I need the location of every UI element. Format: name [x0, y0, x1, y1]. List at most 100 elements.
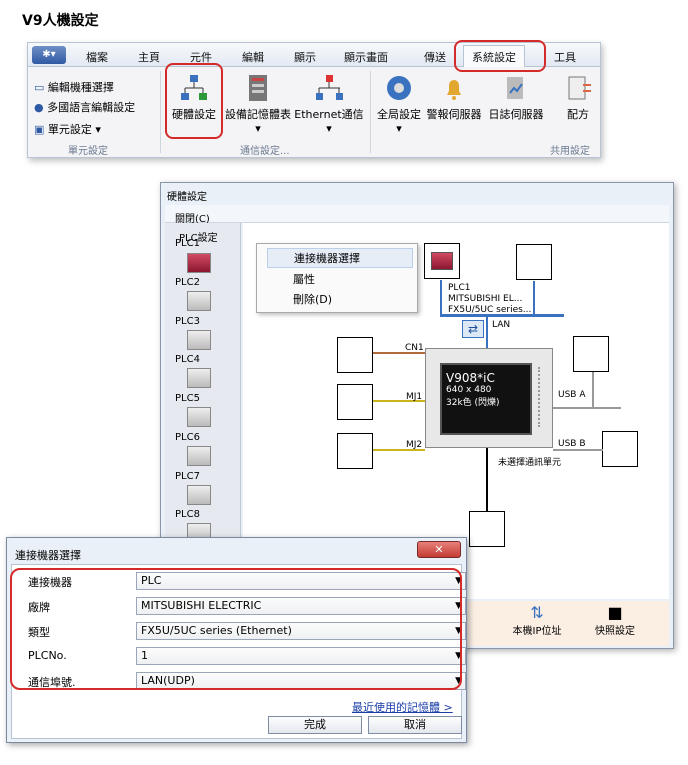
tab-screen[interactable]: 顯示畫面: [344, 51, 388, 64]
menu-item-select-device[interactable]: 連接機器選擇: [267, 248, 413, 268]
hmi-unit[interactable]: V908*iC 640 x 480 32k色 (閃爍): [425, 348, 553, 448]
plc-label: PLC8: [175, 509, 200, 520]
menu-item-delete[interactable]: 刪除(D): [293, 293, 333, 306]
device-memory-button[interactable]: 設備記憶體表 ▾: [224, 73, 292, 135]
network-diagram-icon: [181, 75, 207, 100]
dialog-title: 連接機器選擇: [15, 549, 81, 562]
usba-label: USB A: [558, 390, 586, 400]
tab-home[interactable]: 主頁: [138, 51, 160, 64]
plc-empty-icon[interactable]: [187, 368, 211, 388]
hmi-screen: V908*iC 640 x 480 32k色 (閃爍): [440, 363, 532, 435]
ribbon: ✱▾ 檔案 主頁 元件 編輯 顯示 顯示畫面 傳送 系統設定 工具 ▭ 編輯機種…: [27, 40, 601, 158]
cancel-button[interactable]: 取消: [368, 716, 462, 734]
plc-label: PLC3: [175, 316, 200, 327]
group-label-unit: 單元設定: [68, 146, 108, 157]
ethernet-icon: [316, 75, 343, 100]
usba-wire: [592, 372, 594, 408]
plc-label: PLC5: [175, 393, 200, 404]
plc-empty-icon[interactable]: [187, 330, 211, 350]
plc-empty-icon[interactable]: [187, 446, 211, 466]
plc-label: PLC7: [175, 471, 200, 482]
recent-memory-link[interactable]: 最近使用的記憶體 >: [352, 701, 453, 714]
menu-bar: [165, 205, 669, 223]
menu-item-properties[interactable]: 屬性: [293, 273, 315, 286]
plc-empty-icon[interactable]: [187, 291, 211, 311]
recipe-icon: [568, 76, 591, 100]
ok-button[interactable]: 完成: [268, 716, 362, 734]
app-logo-icon: ✱: [42, 49, 51, 60]
empty-node[interactable]: [337, 384, 373, 420]
tab-file[interactable]: 檔案: [86, 51, 108, 64]
context-menu: 連接機器選擇 屬性 刪除(D): [256, 243, 418, 313]
local-ip-button[interactable]: ⇅ 本機IP位址: [507, 603, 567, 637]
window-title: 硬體設定: [167, 192, 207, 203]
tab-tools[interactable]: 工具: [554, 51, 576, 64]
model-select-item[interactable]: ▭ 編輯機種選擇: [34, 81, 114, 94]
empty-node[interactable]: [573, 336, 609, 372]
globe-user-icon: ●: [34, 101, 44, 114]
app-menu-button[interactable]: ✱▾: [32, 46, 66, 64]
usba-wire: [553, 407, 621, 409]
lan-wire: [486, 316, 488, 348]
field-label: PLCNo.: [28, 649, 67, 662]
log-server-button[interactable]: 日誌伺服器: [486, 73, 546, 122]
empty-node[interactable]: [337, 337, 373, 373]
mj2-wire: [373, 449, 425, 451]
lan-wire: [440, 280, 442, 316]
comm-wire: [486, 448, 488, 512]
plc-label: PLC1: [175, 238, 200, 249]
unit-settings-item[interactable]: ▣ 單元設定 ▾: [34, 123, 101, 136]
network-antenna-icon: ⇅: [530, 603, 544, 622]
brand-select[interactable]: MITSUBISHI ELECTRIC▼: [136, 597, 466, 615]
type-select[interactable]: FX5U/5UC series (Ethernet)▼: [136, 622, 466, 640]
tab-system-settings[interactable]: 系統設定: [463, 45, 525, 67]
plc-red-icon[interactable]: [187, 253, 211, 273]
empty-node[interactable]: [469, 511, 505, 547]
empty-node[interactable]: [337, 433, 373, 469]
lan-link-icon[interactable]: ⇄: [462, 320, 484, 338]
close-button[interactable]: ✕: [417, 541, 461, 558]
camera-icon: ■: [607, 603, 623, 622]
menu-close[interactable]: 關閉(C): [175, 214, 210, 225]
plcno-select[interactable]: 1▼: [136, 647, 466, 665]
cn1-label: CN1: [405, 343, 424, 353]
device-select[interactable]: PLC▼: [136, 572, 466, 590]
group-label-comm: 通信設定...: [240, 146, 290, 157]
alarm-server-button[interactable]: 警報伺服器: [424, 73, 484, 122]
plc-label: PLC4: [175, 354, 200, 365]
chevron-down-icon: ▼: [455, 576, 462, 586]
chevron-down-icon: ▼: [455, 626, 462, 636]
plc1-info: PLC1 MITSUBISHI EL... FX5U/5UC series...: [448, 283, 532, 315]
plc-red-icon: [431, 252, 453, 270]
global-settings-button[interactable]: 全局設定 ▾: [374, 73, 424, 135]
mj2-label: MJ2: [406, 440, 423, 450]
globe-gear-icon: [387, 76, 411, 100]
tab-transfer[interactable]: 傳送: [424, 51, 446, 64]
select-device-dialog: 連接機器選擇 ✕ 連接機器 PLC▼ 廠牌 MITSUBISHI ELECTRI…: [6, 537, 467, 743]
plc-empty-icon[interactable]: [187, 485, 211, 505]
tab-view[interactable]: 顯示: [294, 51, 316, 64]
dialog-body: 連接機器 PLC▼ 廠牌 MITSUBISHI ELECTRIC▼ 類型 FX5…: [11, 564, 466, 739]
page-title: V9人機設定: [22, 13, 99, 29]
chevron-down-icon: ▼: [455, 601, 462, 611]
empty-node[interactable]: [602, 431, 638, 467]
dropdown-arrow-icon: ▾: [326, 122, 332, 135]
empty-node[interactable]: [516, 244, 552, 280]
highlight-hardware-button: [165, 63, 223, 139]
field-label: 類型: [28, 626, 50, 639]
usbb-label: USB B: [558, 439, 586, 449]
plc-empty-icon[interactable]: [187, 407, 211, 427]
tab-parts[interactable]: 元件: [190, 51, 212, 64]
tab-edit[interactable]: 編輯: [242, 51, 264, 64]
snapshot-settings-button[interactable]: ■ 快照設定: [585, 603, 645, 637]
hardware-settings-button[interactable]: 硬體設定: [168, 73, 220, 122]
usbb-wire: [553, 449, 603, 451]
multilang-item[interactable]: ● 多國語言編輯設定: [34, 101, 136, 114]
recipe-button[interactable]: 配方: [558, 73, 598, 122]
ethernet-button[interactable]: Ethernet通信 ▾: [294, 73, 364, 135]
lan-label: LAN: [492, 320, 511, 330]
lan-bus: [440, 314, 564, 317]
plc1-node[interactable]: [424, 243, 460, 279]
unselected-comm-label: 未選擇通訊單元: [498, 458, 562, 468]
plc-label: PLC6: [175, 432, 200, 443]
